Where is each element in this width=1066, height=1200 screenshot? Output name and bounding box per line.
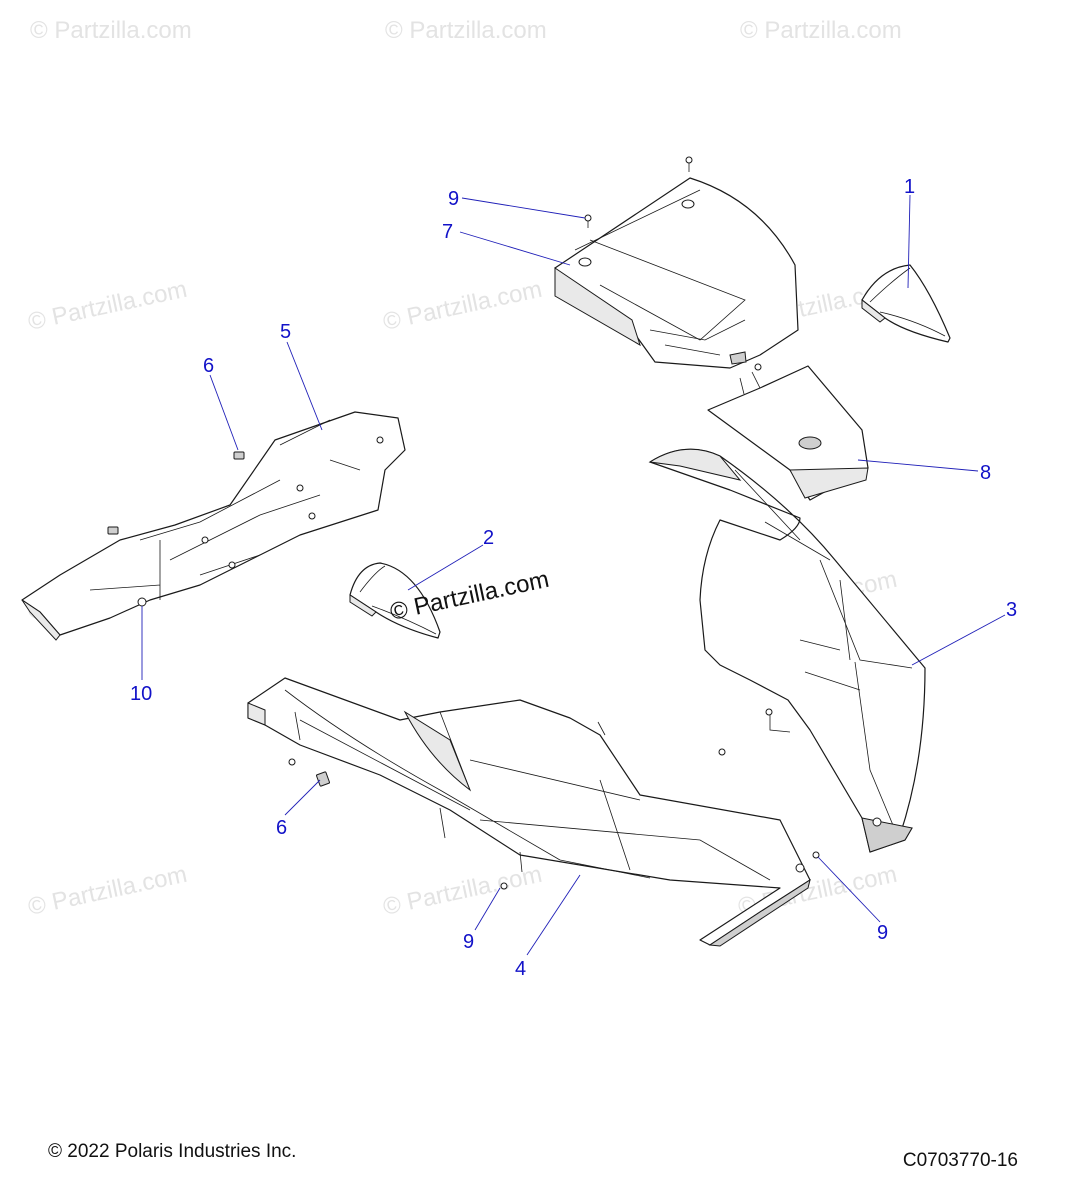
callout-8[interactable]: 8 (980, 462, 991, 484)
part-8-center-panel[interactable] (707, 363, 869, 501)
callout-4[interactable]: 4 (515, 958, 526, 980)
leader-7 (459, 231, 571, 266)
watermark: © Partzilla.com (26, 276, 190, 336)
leader-lines (141, 194, 1006, 956)
diagram-code: C0703770-16 (903, 1150, 1018, 1171)
callout-10[interactable]: 10 (130, 683, 152, 705)
callout-7[interactable]: 7 (442, 221, 453, 243)
leader-9c (817, 856, 881, 923)
watermark: © Partzilla.com (740, 17, 902, 44)
leader-4 (526, 874, 581, 956)
leader-3 (911, 614, 1006, 666)
callout-9[interactable]: 9 (877, 922, 888, 944)
callout-9[interactable]: 9 (448, 188, 459, 210)
part-5-long-panel[interactable] (21, 411, 406, 641)
callout-9[interactable]: 9 (463, 931, 474, 953)
leader-9b (474, 887, 501, 931)
callout-5[interactable]: 5 (280, 321, 291, 343)
watermark: © Partzilla.com (26, 861, 190, 921)
watermark: © Partzilla.com (381, 861, 545, 921)
part-1-scoop-right[interactable] (861, 264, 951, 343)
leader-2 (407, 544, 484, 591)
callout-labels: 1 2 3 4 5 6 6 7 8 9 9 9 10 (130, 176, 1017, 980)
part-2-scoop-left[interactable] (349, 562, 441, 639)
part-4-lower-side-panel[interactable] (247, 677, 820, 947)
callout-6[interactable]: 6 (276, 817, 287, 839)
copyright-text: © 2022 Polaris Industries Inc. (48, 1141, 296, 1162)
leader-5 (286, 341, 323, 431)
callout-3[interactable]: 3 (1006, 599, 1017, 621)
callout-6[interactable]: 6 (203, 355, 214, 377)
watermark: © Partzilla.com (385, 17, 547, 44)
callout-2[interactable]: 2 (483, 527, 494, 549)
leader-6a (209, 374, 239, 451)
watermark: © Partzilla.com (381, 276, 545, 336)
leader-6b (284, 779, 321, 816)
watermark-main: © Partzilla.com (388, 566, 552, 626)
part-7-hood-panel[interactable] (554, 156, 799, 369)
part-3-right-side-panel[interactable] (648, 448, 926, 853)
watermark: © Partzilla.com (30, 17, 192, 44)
callout-1[interactable]: 1 (904, 176, 915, 198)
leader-8 (857, 459, 979, 472)
leader-9a (461, 197, 586, 219)
leader-1 (907, 194, 911, 289)
